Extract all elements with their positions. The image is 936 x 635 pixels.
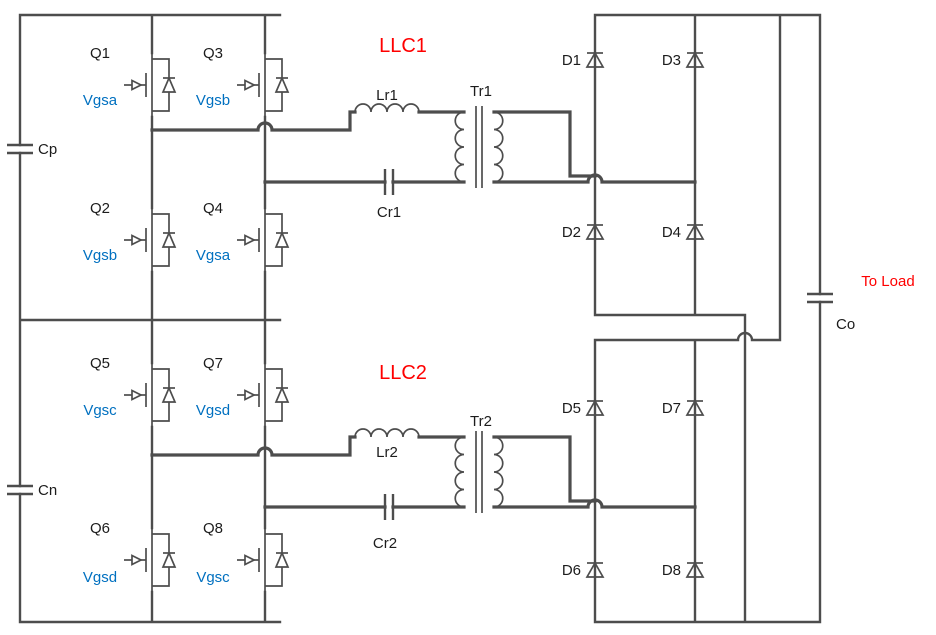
diode-d5-label: D5 bbox=[562, 400, 581, 417]
llc2-section-label: LLC2 bbox=[379, 362, 427, 384]
gate-label-q1: Vgsa bbox=[83, 92, 118, 109]
transformer-tr1-symbol bbox=[454, 105, 504, 189]
capacitor-cp-label: Cp bbox=[38, 141, 57, 158]
diode-d7-label: D7 bbox=[662, 400, 681, 417]
mosfet-q8-symbol bbox=[236, 527, 289, 593]
capacitor-cr2-label: Cr2 bbox=[373, 535, 397, 552]
llc1-section-label: LLC1 bbox=[379, 35, 427, 57]
inductor-lr2-label: Lr2 bbox=[376, 444, 398, 461]
mosfet-q5-symbol bbox=[123, 362, 176, 428]
mosfet-q3-label: Q3 bbox=[203, 45, 223, 62]
mosfet-q8-label: Q8 bbox=[203, 520, 223, 537]
diode-d6-label: D6 bbox=[562, 562, 581, 579]
gate-label-q2: Vgsb bbox=[83, 247, 117, 264]
mosfet-q2-symbol bbox=[123, 207, 176, 273]
mosfet-q5-label: Q5 bbox=[90, 355, 110, 372]
gate-label-q8: Vgsc bbox=[196, 569, 230, 586]
mosfet-q4-label: Q4 bbox=[203, 200, 223, 217]
inductor-lr1-label: Lr1 bbox=[376, 87, 398, 104]
transformer-tr2-symbol bbox=[454, 430, 504, 514]
diode-d2-label: D2 bbox=[562, 224, 581, 241]
mosfet-q4-symbol bbox=[236, 207, 289, 273]
wiring-main bbox=[18, 13, 822, 624]
diode-d8-label: D8 bbox=[662, 562, 681, 579]
mosfet-q7-label: Q7 bbox=[203, 355, 223, 372]
transformer-tr2-label: Tr2 bbox=[470, 413, 492, 430]
gate-label-q4: Vgsa bbox=[196, 247, 231, 264]
to-load-label: To Load bbox=[861, 273, 914, 290]
mosfet-q6-symbol bbox=[123, 527, 176, 593]
gate-label-q7: Vgsd bbox=[196, 402, 230, 419]
mosfet-q1-symbol bbox=[123, 52, 176, 118]
gate-label-q6: Vgsd bbox=[83, 569, 117, 586]
mosfet-q1-label: Q1 bbox=[90, 45, 110, 62]
transformer-tr1-label: Tr1 bbox=[470, 83, 492, 100]
mosfet-q6-label: Q6 bbox=[90, 520, 110, 537]
gate-label-q5: Vgsc bbox=[83, 402, 117, 419]
inductor-lr1-symbol bbox=[354, 103, 420, 113]
capacitor-cn-label: Cn bbox=[38, 482, 57, 499]
mosfet-q2-label: Q2 bbox=[90, 200, 110, 217]
mosfet-q3-symbol bbox=[236, 52, 289, 118]
capacitor-cp-symbol bbox=[5, 143, 35, 155]
capacitor-cr1-label: Cr1 bbox=[377, 204, 401, 221]
wiring-resonant-tanks bbox=[150, 110, 697, 509]
inductor-lr2-symbol bbox=[354, 428, 420, 438]
gate-label-q3: Vgsb bbox=[196, 92, 230, 109]
diode-d1-label: D1 bbox=[562, 52, 581, 69]
capacitor-co-label: Co bbox=[836, 316, 855, 333]
diode-d3-label: D3 bbox=[662, 52, 681, 69]
diode-d4-label: D4 bbox=[662, 224, 681, 241]
mosfet-q7-symbol bbox=[236, 362, 289, 428]
